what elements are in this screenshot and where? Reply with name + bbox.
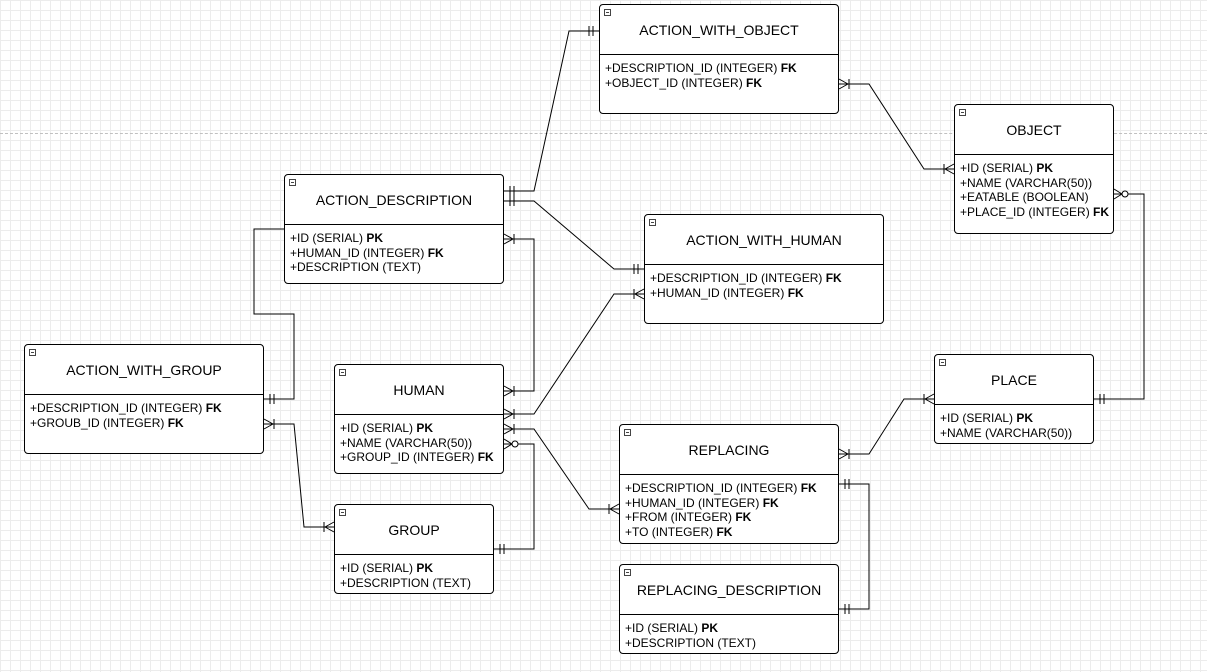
entity-header[interactable]: GROUP bbox=[335, 505, 493, 555]
entity-field[interactable]: +DESCRIPTION (TEXT) bbox=[340, 575, 472, 590]
entity-field[interactable]: +ID (SERIAL) PK bbox=[340, 561, 434, 575]
relationship-action-description-to-action-with-human[interactable] bbox=[504, 196, 644, 274]
collapse-icon[interactable] bbox=[939, 359, 946, 366]
collapse-icon[interactable] bbox=[649, 219, 656, 226]
entity-fields: +DESCRIPTION_ID (INTEGER) FK +GROUB_ID (… bbox=[25, 395, 263, 430]
entity-field[interactable]: +ID (SERIAL) PK bbox=[625, 621, 719, 635]
entity-title: OBJECT bbox=[1006, 121, 1062, 138]
entity-fields: +ID (SERIAL) PK +DESCRIPTION (TEXT) bbox=[335, 555, 493, 590]
entity-header[interactable]: REPLACING_DESCRIPTION bbox=[620, 565, 838, 615]
relationship-action-with-group-to-group[interactable] bbox=[263, 418, 335, 533]
entity-title: ACTION_WITH_HUMAN bbox=[686, 231, 842, 248]
entity-field[interactable]: +ID (SERIAL) PK bbox=[960, 161, 1054, 175]
entity-field[interactable]: +FROM (INTEGER) FK bbox=[625, 510, 752, 524]
entity-fields: +ID (SERIAL) PK +HUMAN_ID (INTEGER) FK +… bbox=[285, 225, 503, 275]
entity-field[interactable]: +HUMAN_ID (INTEGER) FK bbox=[290, 245, 444, 260]
entity-action-with-object[interactable]: ACTION_WITH_OBJECT +DESCRIPTION_ID (INTE… bbox=[599, 4, 839, 114]
entity-fields: +ID (SERIAL) PK +DESCRIPTION (TEXT) bbox=[620, 615, 838, 650]
entity-title: ACTION_DESCRIPTION bbox=[315, 191, 473, 208]
collapse-icon[interactable] bbox=[339, 369, 346, 376]
entity-field[interactable]: +HUMAN_ID (INTEGER) FK bbox=[650, 285, 804, 300]
relationship-human-to-action-with-human[interactable] bbox=[503, 288, 645, 420]
entity-field[interactable]: +DESCRIPTION (TEXT) bbox=[625, 635, 757, 650]
entity-field[interactable]: +DESCRIPTION_ID (INTEGER) FK bbox=[30, 401, 222, 415]
entity-title: ACTION_WITH_GROUP bbox=[66, 361, 222, 378]
entity-field[interactable]: +NAME (VARCHAR(50)) bbox=[340, 435, 473, 450]
entity-field[interactable]: +EATABLE (BOOLEAN) bbox=[960, 190, 1089, 204]
entity-header[interactable]: ACTION_WITH_GROUP bbox=[25, 345, 263, 395]
entity-field[interactable]: +ID (SERIAL) PK bbox=[340, 421, 434, 435]
collapse-icon[interactable] bbox=[624, 429, 631, 436]
entity-field[interactable]: +ID (SERIAL) PK bbox=[290, 231, 384, 245]
entity-title: REPLACING bbox=[688, 441, 770, 458]
entity-fields: +ID (SERIAL) PK +NAME (VARCHAR(50)) bbox=[935, 405, 1093, 440]
entity-title: ACTION_WITH_OBJECT bbox=[639, 21, 799, 38]
entity-object[interactable]: OBJECT +ID (SERIAL) PK +NAME (VARCHAR(50… bbox=[954, 104, 1114, 234]
entity-field[interactable]: +ID (SERIAL) PK bbox=[940, 411, 1034, 425]
collapse-icon[interactable] bbox=[29, 349, 36, 356]
entity-header[interactable]: ACTION_DESCRIPTION bbox=[285, 175, 503, 225]
entity-title: GROUP bbox=[388, 521, 440, 538]
collapse-icon[interactable] bbox=[339, 509, 346, 516]
entity-header[interactable]: ACTION_WITH_OBJECT bbox=[600, 5, 838, 55]
entity-human[interactable]: HUMAN +ID (SERIAL) PK +NAME (VARCHAR(50)… bbox=[334, 364, 504, 474]
entity-field[interactable]: +GROUP_ID (INTEGER) FK bbox=[340, 450, 494, 464]
entity-field[interactable]: +DESCRIPTION_ID (INTEGER) FK bbox=[605, 61, 797, 75]
relationship-human-to-group[interactable] bbox=[494, 438, 535, 554]
entity-place[interactable]: PLACE +ID (SERIAL) PK +NAME (VARCHAR(50)… bbox=[934, 354, 1094, 444]
page-boundary-line bbox=[0, 133, 1207, 134]
relationship-object-to-place[interactable] bbox=[1094, 188, 1145, 404]
entity-action-with-group[interactable]: ACTION_WITH_GROUP +DESCRIPTION_ID (INTEG… bbox=[24, 344, 264, 454]
entity-replacing-description[interactable]: REPLACING_DESCRIPTION +ID (SERIAL) PK +D… bbox=[619, 564, 839, 654]
relationship-action-with-object-to-object[interactable] bbox=[838, 78, 955, 175]
entity-field[interactable]: +TO (INTEGER) FK bbox=[625, 524, 733, 539]
entity-header[interactable]: HUMAN bbox=[335, 365, 503, 415]
relationship-action-description-to-action-with-object[interactable] bbox=[504, 26, 599, 196]
entity-fields: +ID (SERIAL) PK +NAME (VARCHAR(50)) +EAT… bbox=[955, 155, 1113, 219]
entity-title: PLACE bbox=[991, 371, 1037, 388]
entity-action-with-human[interactable]: ACTION_WITH_HUMAN +DESCRIPTION_ID (INTEG… bbox=[644, 214, 884, 324]
entity-field[interactable]: +NAME (VARCHAR(50)) bbox=[960, 175, 1093, 190]
entity-header[interactable]: PLACE bbox=[935, 355, 1093, 405]
entity-field[interactable]: +PLACE_ID (INTEGER) FK bbox=[960, 204, 1110, 219]
entity-group[interactable]: GROUP +ID (SERIAL) PK +DESCRIPTION (TEXT… bbox=[334, 504, 494, 594]
entity-action-description[interactable]: ACTION_DESCRIPTION +ID (SERIAL) PK +HUMA… bbox=[284, 174, 504, 284]
relationship-human-to-replacing[interactable] bbox=[503, 423, 620, 515]
entity-field[interactable]: +GROUB_ID (INTEGER) FK bbox=[30, 415, 184, 430]
collapse-icon[interactable] bbox=[624, 569, 631, 576]
entity-title: REPLACING_DESCRIPTION bbox=[636, 581, 822, 598]
relationship-action-description-to-human[interactable] bbox=[503, 233, 535, 397]
collapse-icon[interactable] bbox=[289, 179, 296, 186]
entity-title: HUMAN bbox=[393, 381, 445, 398]
entity-fields: +DESCRIPTION_ID (INTEGER) FK +HUMAN_ID (… bbox=[645, 265, 883, 300]
entity-field[interactable]: +DESCRIPTION_ID (INTEGER) FK bbox=[625, 481, 817, 495]
collapse-icon[interactable] bbox=[959, 109, 966, 116]
collapse-icon[interactable] bbox=[604, 9, 611, 16]
entity-header[interactable]: OBJECT bbox=[955, 105, 1113, 155]
entity-fields: +DESCRIPTION_ID (INTEGER) FK +HUMAN_ID (… bbox=[620, 475, 838, 539]
entity-fields: +DESCRIPTION_ID (INTEGER) FK +OBJECT_ID … bbox=[600, 55, 838, 90]
entity-field[interactable]: +HUMAN_ID (INTEGER) FK bbox=[625, 495, 779, 510]
relationship-replacing-to-place[interactable] bbox=[838, 393, 935, 460]
entity-field[interactable]: +NAME (VARCHAR(50)) bbox=[940, 425, 1073, 440]
entity-header[interactable]: REPLACING bbox=[620, 425, 838, 475]
entity-header[interactable]: ACTION_WITH_HUMAN bbox=[645, 215, 883, 265]
relationship-replacing-to-replacing-description[interactable] bbox=[839, 479, 870, 614]
entity-replacing[interactable]: REPLACING +DESCRIPTION_ID (INTEGER) FK +… bbox=[619, 424, 839, 544]
entity-field[interactable]: +DESCRIPTION (TEXT) bbox=[290, 260, 422, 274]
entity-fields: +ID (SERIAL) PK +NAME (VARCHAR(50)) +GRO… bbox=[335, 415, 503, 465]
entity-field[interactable]: +DESCRIPTION_ID (INTEGER) FK bbox=[650, 271, 842, 285]
entity-field[interactable]: +OBJECT_ID (INTEGER) FK bbox=[605, 75, 763, 90]
